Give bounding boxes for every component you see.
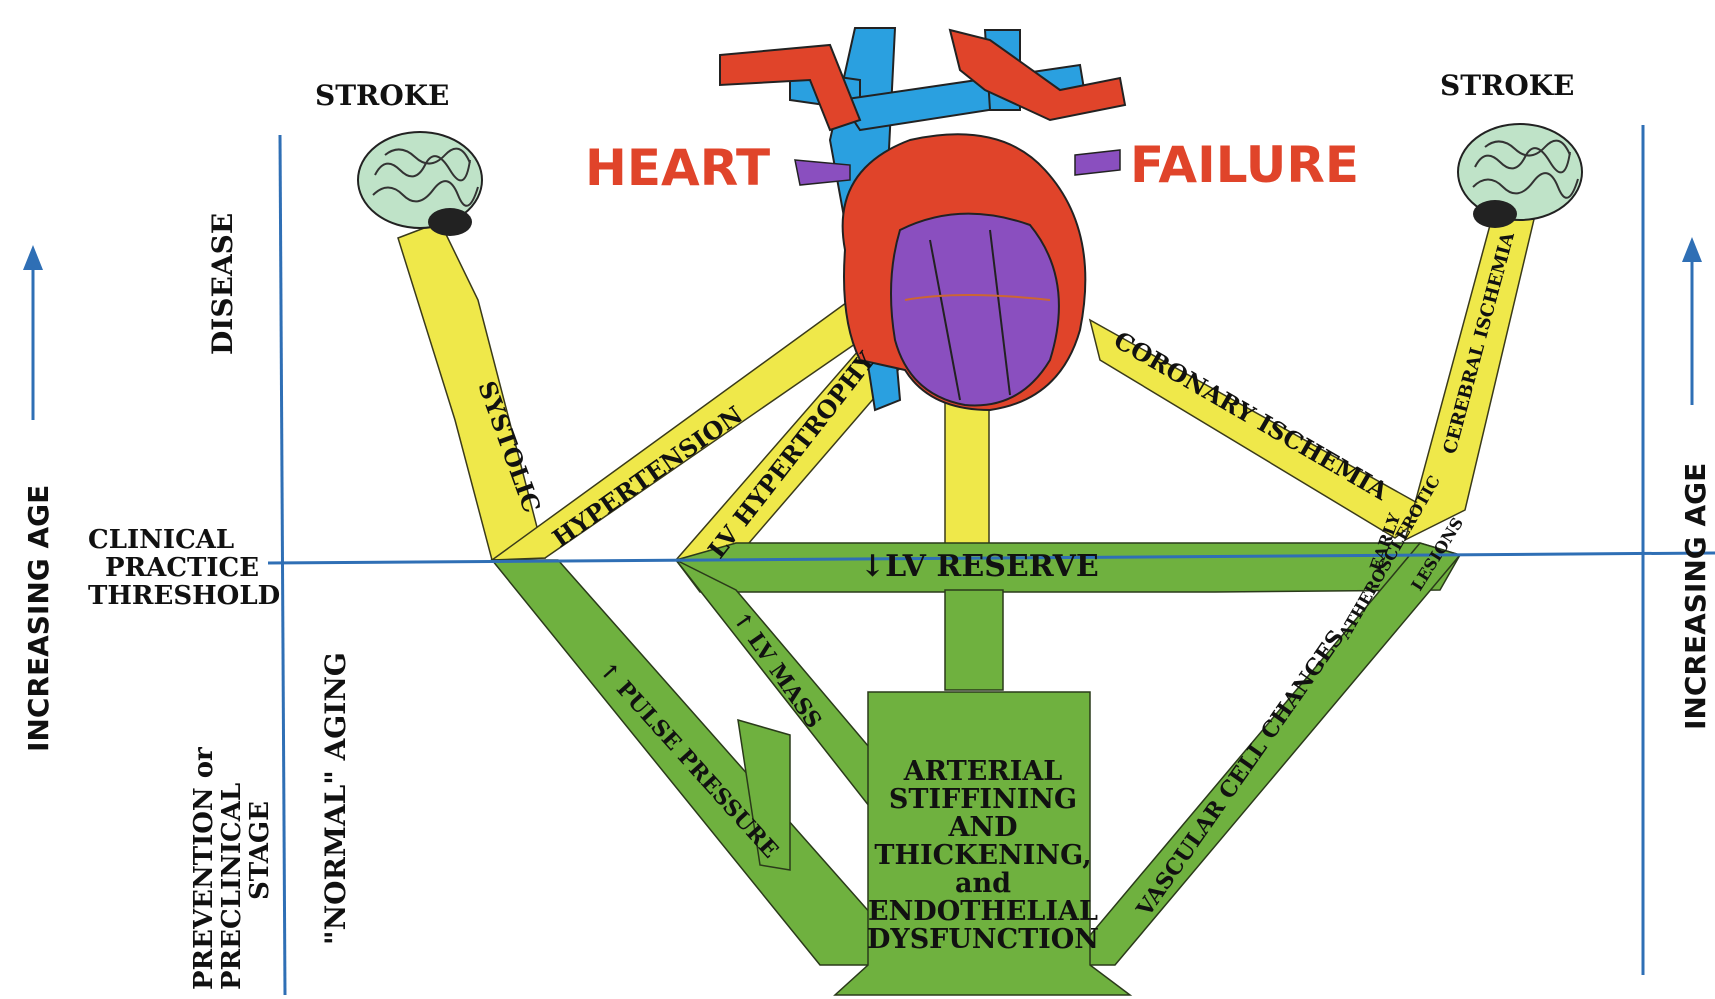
core-box-line-7: DYSFUNCTION bbox=[867, 924, 1099, 955]
lv-reserve-label: ↓LV RESERVE bbox=[860, 549, 1099, 584]
coronary-ischemia-label: CORONARY ISCHEMIA bbox=[1109, 325, 1393, 506]
arrow-up-icon bbox=[1682, 237, 1702, 405]
preclinical-label-2: PRECLINICAL bbox=[217, 783, 247, 990]
central-stem-yellow bbox=[945, 390, 989, 560]
increasing-age-left: INCREASING AGE bbox=[22, 485, 55, 752]
core-box-text: ARTERIAL STIFFINING AND THICKENING, and … bbox=[867, 756, 1099, 955]
increasing-age-right: INCREASING AGE bbox=[1679, 463, 1712, 730]
core-box-line-4: THICKENING, bbox=[874, 840, 1091, 871]
core-box-line-5: and bbox=[955, 868, 1011, 899]
stroke-label-right: STROKE bbox=[1440, 69, 1574, 102]
brain-icon bbox=[358, 132, 482, 236]
preclinical-label-3: STAGE bbox=[245, 801, 275, 900]
stroke-label-left: STROKE bbox=[315, 79, 449, 112]
core-box-line-6: ENDOTHELIAL bbox=[868, 896, 1098, 927]
arrow-up-icon bbox=[23, 245, 43, 420]
threshold-label-1: CLINICAL bbox=[88, 525, 234, 555]
core-box-line-1: ARTERIAL bbox=[903, 756, 1063, 787]
normal-aging-label: "NORMAL" AGING bbox=[319, 652, 352, 945]
threshold-label-3: THRESHOLD bbox=[88, 581, 280, 611]
core-box-line-3: AND bbox=[947, 812, 1017, 843]
lv-mass-label: ↑ LV MASS bbox=[727, 607, 827, 734]
threshold-label-2: PRACTICE bbox=[105, 553, 259, 583]
vascular-cell-changes-label: VASCULAR CELL CHANGES bbox=[1131, 625, 1350, 922]
core-box-line-2: STIFFINING bbox=[889, 784, 1077, 815]
left-axis-line bbox=[280, 135, 285, 995]
brain-icon bbox=[1458, 124, 1582, 228]
preclinical-label-1: PREVENTION or bbox=[189, 747, 219, 990]
disease-label: DISEASE bbox=[206, 213, 239, 355]
title-failure: FAILURE bbox=[1130, 136, 1359, 194]
central-stem-green bbox=[945, 590, 1003, 690]
title-heart: HEART bbox=[585, 139, 770, 197]
